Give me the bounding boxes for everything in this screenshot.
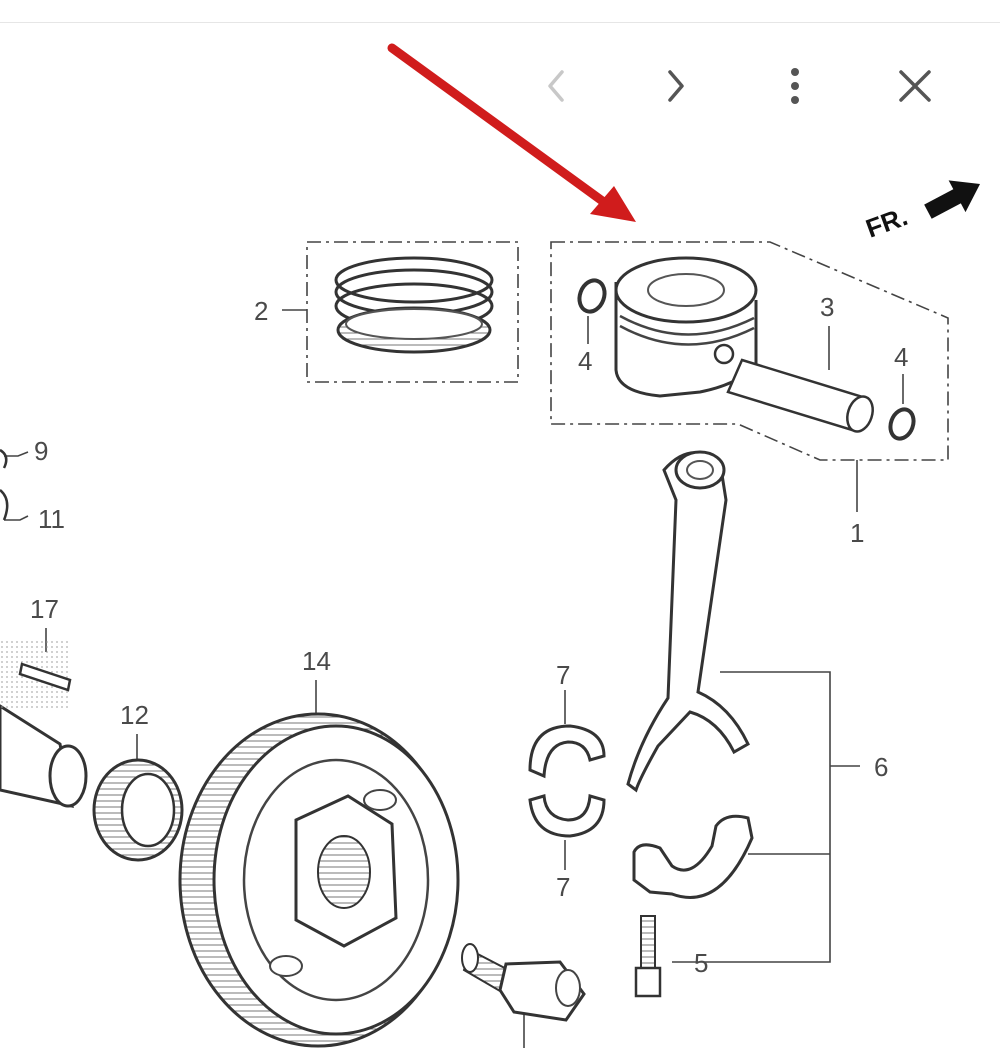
crank-pulley [178,712,460,1048]
callout-3: 3 [820,292,834,322]
callout-5: 5 [694,948,708,978]
direction-label: FR. [862,201,912,244]
piston-assembly [550,241,949,512]
next-button[interactable] [648,58,704,114]
front-direction-indicator: FR. [862,180,981,244]
crank-gear [92,758,184,862]
bearing-shells [528,724,606,838]
callout-6: 6 [874,752,888,782]
previous-button[interactable] [528,58,584,114]
callout-1: 1 [850,518,864,548]
pulley-bolt [461,943,586,1022]
red-pointer-arrow [387,43,636,222]
callout-7-bottom: 7 [556,872,570,902]
callout-4-left: 4 [578,346,592,376]
more-options-button[interactable] [767,58,823,114]
callout-7-top: 7 [556,660,570,690]
chevron-left-icon [548,70,564,102]
more-vertical-icon [791,68,799,104]
close-icon [899,70,931,102]
connecting-rod [626,450,754,998]
callout-14: 14 [302,646,331,676]
crankshaft-end [0,448,88,808]
chevron-right-icon [668,70,684,102]
top-bar [0,0,1000,23]
callout-17: 17 [30,594,59,624]
callout-11: 11 [38,504,65,534]
callout-4-right: 4 [894,342,908,372]
callout-2: 2 [254,296,268,326]
piston-ring-set [282,241,519,383]
callout-12: 12 [120,700,149,730]
close-button[interactable] [887,58,943,114]
callout-9: 9 [34,436,48,466]
